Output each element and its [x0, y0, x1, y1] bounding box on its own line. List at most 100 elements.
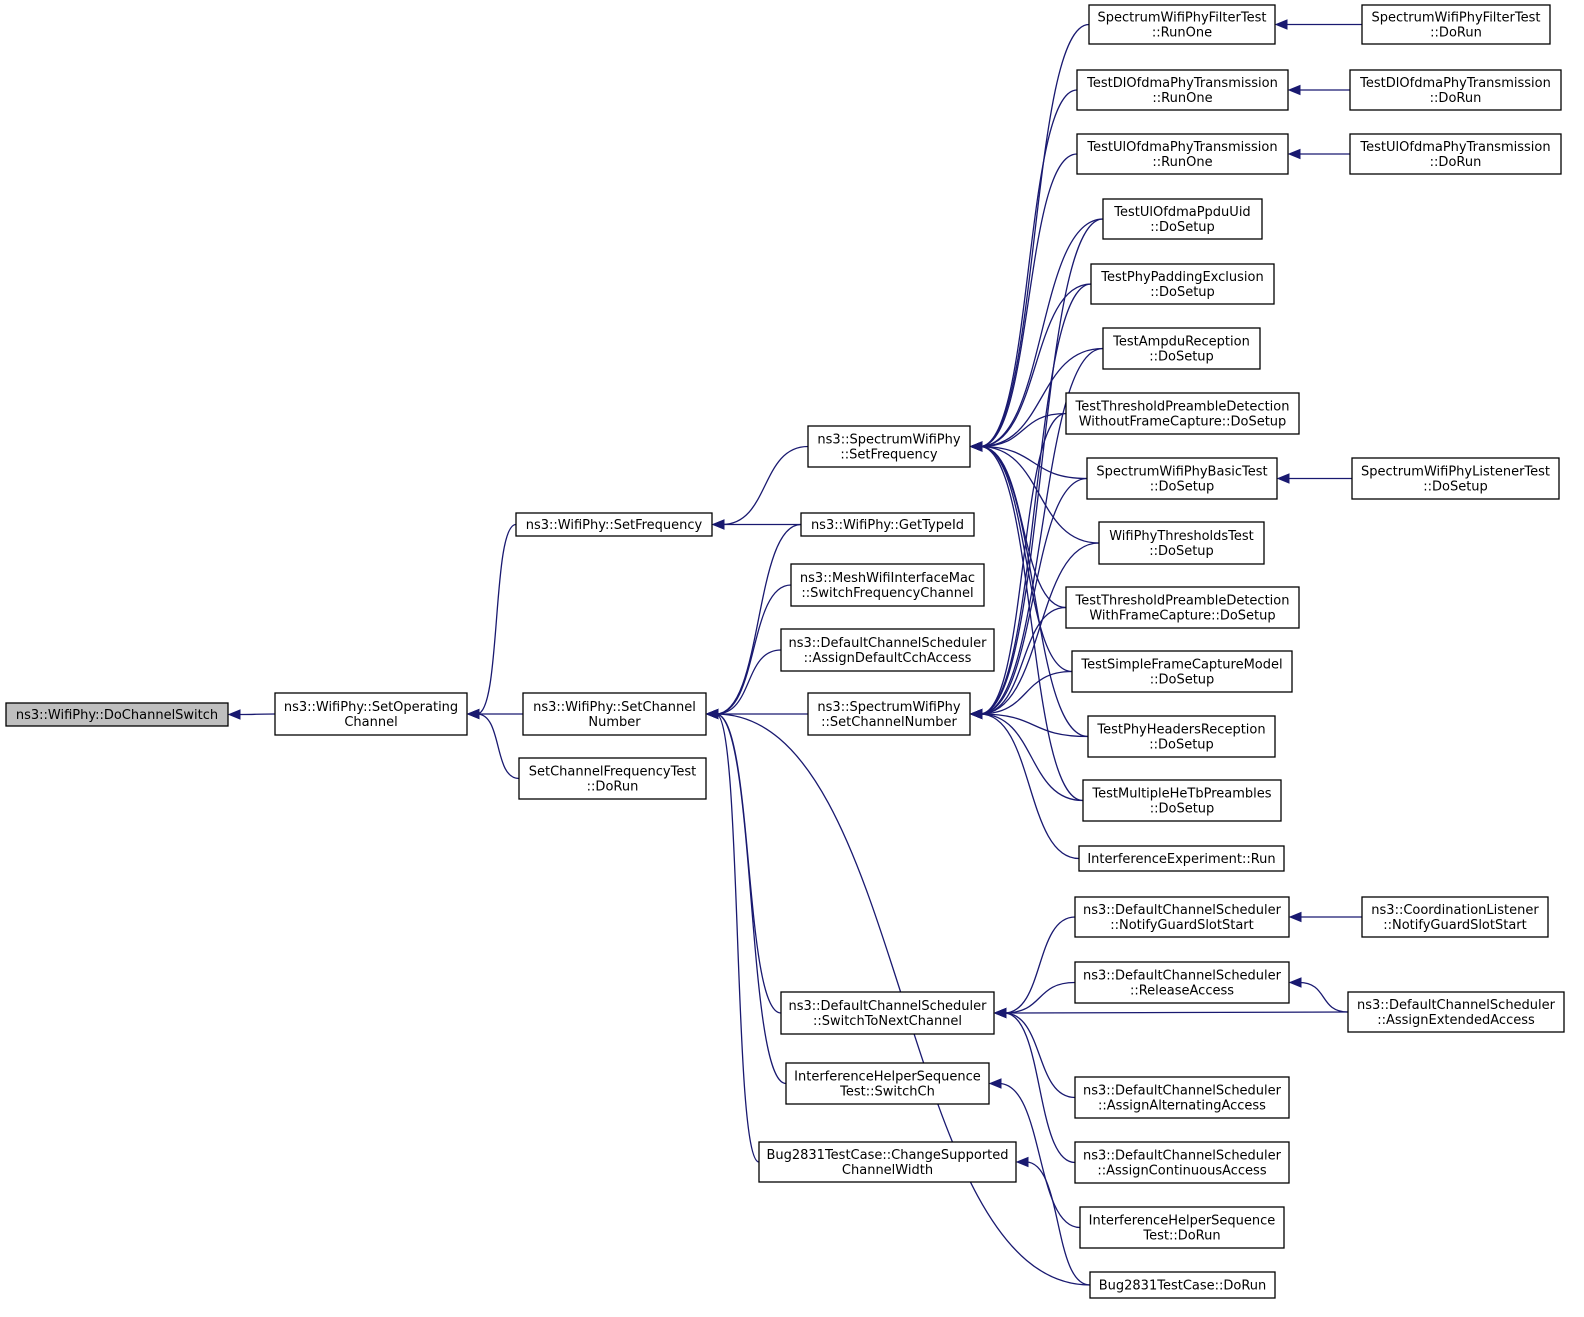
function-node-testphypaddingexclusion-dosetup[interactable]: TestPhyPaddingExclusion::DoSetup	[1090, 263, 1275, 305]
node-label: ::NotifyGuardSlotStart	[1383, 918, 1527, 933]
function-node-testphyheadersreception-dosetup[interactable]: TestPhyHeadersReception::DoSetup	[1087, 715, 1276, 758]
function-node-ns3-spectrumwifiphy-setfrequency[interactable]: ns3::SpectrumWifiPhy::SetFrequency	[807, 425, 971, 468]
edge-line	[715, 584, 792, 715]
node-box	[758, 1141, 1017, 1183]
node-box	[1074, 1141, 1290, 1184]
node-label: ::DoRun	[1430, 155, 1482, 170]
function-node-ns3-defaultchannelscheduler-notifyguardslotstart[interactable]: ns3::DefaultChannelScheduler::NotifyGuar…	[1074, 896, 1290, 938]
arrowhead	[466, 708, 480, 720]
function-node-spectrumwifiphybasictest-dosetup[interactable]: SpectrumWifiPhyBasicTest::DoSetup	[1086, 457, 1278, 500]
edge-line	[979, 477, 1088, 715]
function-node-bug2831testcase-dorun[interactable]: Bug2831TestCase::DoRun	[1089, 1271, 1276, 1299]
call-edge-n12-n3	[705, 708, 760, 1163]
function-node-testsimpleframecapturemodel-dosetup[interactable]: TestSimpleFrameCaptureModel::DoSetup	[1071, 650, 1293, 693]
node-label: ::DoSetup	[1150, 802, 1215, 817]
function-node-ns3-wifiphy-setchannel-number[interactable]: ns3::WifiPhy::SetChannelNumber	[522, 692, 707, 736]
node-box	[274, 692, 468, 736]
node-box	[1102, 198, 1263, 240]
node-label: ::NotifyGuardSlotStart	[1110, 918, 1254, 933]
function-node-testdlofdmaphytransmission-runone[interactable]: TestDlOfdmaPhyTransmission::RunOne	[1076, 69, 1289, 111]
node-label: ns3::CoordinationListener	[1371, 903, 1539, 918]
function-node-wifiphythresholdstest-dosetup[interactable]: WifiPhyThresholdsTest::DoSetup	[1098, 521, 1265, 565]
node-label: ::DoSetup	[1150, 220, 1215, 235]
node-label: Bug2831TestCase::DoRun	[1099, 1279, 1267, 1294]
function-node-ns3-meshwifiinterfacemac-switchfrequencychannel[interactable]: ns3::MeshWifiInterfaceMac::SwitchFrequen…	[790, 563, 985, 607]
function-node-ns3-defaultchannelscheduler-assignextendedaccess[interactable]: ns3::DefaultChannelScheduler::AssignExte…	[1347, 991, 1565, 1033]
edge-line	[476, 713, 520, 780]
node-box	[1102, 327, 1261, 370]
edge-line	[979, 218, 1104, 448]
call-edge-n31-n11	[988, 1078, 1081, 1229]
call-edges	[227, 19, 1362, 1286]
function-node-ns3-wifiphy-gettypeid[interactable]: ns3::WifiPhy::GetTypeId	[800, 512, 975, 537]
function-node-bug2831testcase-changesupported-channelwidth[interactable]: Bug2831TestCase::ChangeSupportedChannelW…	[758, 1141, 1017, 1183]
node-label: SpectrumWifiPhyBasicTest	[1096, 465, 1267, 480]
arrowhead	[705, 708, 719, 720]
node-box	[1090, 263, 1275, 305]
function-node-setchannelfrequencytest-dorun[interactable]: SetChannelFrequencyTest::DoRun	[518, 757, 707, 800]
function-node-testdlofdmaphytransmission-dorun[interactable]: TestDlOfdmaPhyTransmission::DoRun	[1349, 69, 1562, 111]
node-label: ::RunOne	[1152, 91, 1212, 106]
node-label: Number	[588, 715, 641, 730]
function-node-testthresholdpreambledetection-withoutframecapture-dosetup[interactable]: TestThresholdPreambleDetectionWithoutFra…	[1065, 392, 1300, 435]
node-label: ChannelWidth	[842, 1163, 933, 1178]
edge-line	[979, 412, 1067, 715]
function-node-spectrumwifiphyfiltertest-runone[interactable]: SpectrumWifiPhyFilterTest::RunOne	[1088, 4, 1276, 45]
function-node-ns3-defaultchannelscheduler-assigncontinuousaccess[interactable]: ns3::DefaultChannelScheduler::AssignCont…	[1074, 1141, 1290, 1184]
function-node-ns3-defaultchannelscheduler-releaseaccess[interactable]: ns3::DefaultChannelScheduler::ReleaseAcc…	[1074, 961, 1290, 1004]
node-label: ns3::DefaultChannelScheduler	[1357, 998, 1556, 1013]
function-node-ns3-coordinationlistener-notifyguardslotstart[interactable]: ns3::CoordinationListener::NotifyGuardSl…	[1361, 896, 1549, 938]
function-node-ns3-defaultchannelscheduler-assigndefaultcchaccess[interactable]: ns3::DefaultChannelScheduler::AssignDefa…	[780, 628, 995, 672]
call-edge-n32-n12	[1015, 1156, 1091, 1286]
function-node-testulofdmaphytransmission-runone[interactable]: TestUlOfdmaPhyTransmission::RunOne	[1076, 133, 1289, 175]
function-node-testmultiplehetbpreambles-dosetup[interactable]: TestMultipleHeTbPreambles::DoSetup	[1082, 779, 1282, 822]
edge-line	[979, 89, 1078, 448]
node-label: ns3::MeshWifiInterfaceMac	[800, 571, 975, 586]
arrowhead	[1276, 473, 1290, 484]
function-node-ns3-defaultchannelscheduler-switchtonextchannel[interactable]: ns3::DefaultChannelScheduler::SwitchToNe…	[780, 991, 995, 1035]
call-edge-n5-n2	[711, 445, 809, 530]
function-node-interferenceexperiment-run[interactable]: InterferenceExperiment::Run	[1078, 845, 1285, 872]
node-box	[1089, 1271, 1276, 1299]
node-box	[518, 757, 707, 800]
function-node-ns3-defaultchannelscheduler-assignalternatingaccess[interactable]: ns3::DefaultChannelScheduler::AssignAlte…	[1074, 1076, 1290, 1119]
function-node-testampdureception-dosetup[interactable]: TestAmpduReception::DoSetup	[1102, 327, 1261, 370]
function-node-spectrumwifiphylistenertest-dosetup[interactable]: SpectrumWifiPhyListenerTest::DoSetup	[1351, 457, 1560, 500]
function-node-ns3-wifiphy-dochannelswitch[interactable]: ns3::WifiPhy::DoChannelSwitch	[5, 702, 229, 727]
node-label: InterferenceHelperSequence	[1089, 1214, 1276, 1229]
node-box	[1088, 4, 1276, 45]
edge-line	[979, 445, 1067, 609]
node-label: ns3::WifiPhy::GetTypeId	[811, 518, 964, 533]
node-label: ns3::DefaultChannelScheduler	[789, 999, 988, 1014]
edge-line	[1003, 1012, 1076, 1099]
node-label: ns3::DefaultChannelScheduler	[1083, 1149, 1282, 1164]
node-label: SpectrumWifiPhyFilterTest	[1098, 11, 1267, 26]
node-label: TestDlOfdmaPhyTransmission	[1086, 76, 1278, 91]
function-node-testulofdmaphytransmission-dorun[interactable]: TestUlOfdmaPhyTransmission::DoRun	[1349, 133, 1562, 175]
node-label: TestDlOfdmaPhyTransmission	[1359, 76, 1551, 91]
node-box	[1078, 845, 1285, 872]
node-label: ::RunOne	[1152, 26, 1212, 41]
node-box	[1079, 1206, 1285, 1249]
function-node-spectrumwifiphyfiltertest-dorun[interactable]: SpectrumWifiPhyFilterTest::DoRun	[1361, 4, 1551, 45]
node-box	[1065, 392, 1300, 435]
node-box	[5, 702, 229, 727]
node-label: ::DoRun	[1430, 26, 1482, 41]
function-node-ns3-spectrumwifiphy-setchannelnumber[interactable]: ns3::SpectrumWifiPhy::SetChannelNumber	[807, 692, 971, 736]
edge-line	[1003, 916, 1076, 1014]
node-label: TestUlOfdmaPhyTransmission	[1086, 140, 1277, 155]
function-node-ns3-wifiphy-setfrequency[interactable]: ns3::WifiPhy::SetFrequency	[515, 512, 713, 537]
edge-line	[998, 1082, 1081, 1229]
node-box	[780, 991, 995, 1035]
node-label: ::SwitchFrequencyChannel	[801, 586, 973, 601]
function-node-testthresholdpreambledetection-withframecapture-dosetup[interactable]: TestThresholdPreambleDetectionWithFrameC…	[1065, 586, 1300, 629]
node-label: TestMultipleHeTbPreambles	[1091, 787, 1271, 802]
edge-line	[979, 542, 1100, 715]
node-label: ::AssignExtendedAccess	[1377, 1013, 1535, 1028]
function-node-testulofdmappduuid-dosetup[interactable]: TestUlOfdmaPpduUid::DoSetup	[1102, 198, 1263, 240]
node-label: ::DoRun	[587, 780, 639, 795]
